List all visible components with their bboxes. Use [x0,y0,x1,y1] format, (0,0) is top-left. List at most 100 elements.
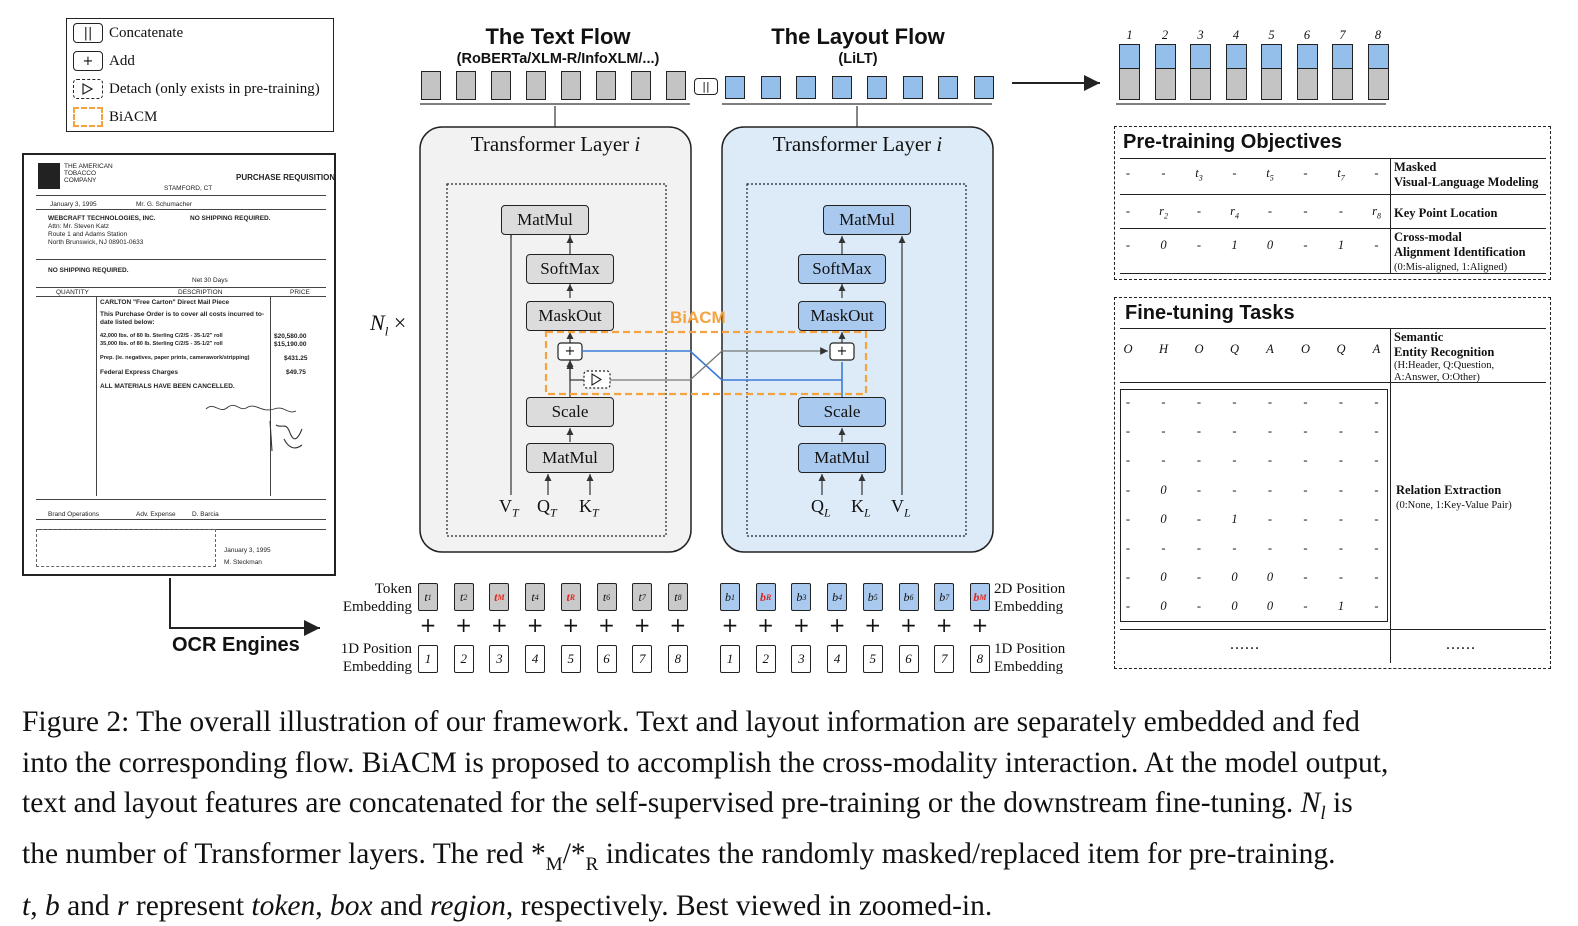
layout-1d-position: 8 [969,645,990,673]
ser-label-2: Entity Recognition [1394,345,1495,359]
re-cell: - [1374,599,1379,614]
re-cell: - [1267,511,1273,526]
pretraining-cell: t7 [1337,166,1345,183]
pretraining-cell: 1 [1337,238,1345,252]
caption-end: , respectively. Best viewed in zoomed-in… [505,889,993,922]
caption-line-4a: the number of Transformer layers. The re… [22,838,546,871]
text-output-vector [491,71,511,100]
concat-layout-part [1225,44,1247,69]
doc-route: Route 1 and Adams Station [48,231,128,238]
re-cell: 1 [1337,599,1345,614]
doc-col-price: PRICE [290,289,310,296]
add-icon: + [598,613,615,637]
layout-flow-title: The Layout Flow [771,24,945,49]
nl-times: × [393,310,407,335]
pretraining-cell: - [1338,204,1344,218]
text-qkv-label: KT [579,496,599,520]
concat-layout-part [1119,44,1140,69]
text-transformer-title: Transformer Layer i [420,132,691,157]
layout-output-vector [867,76,887,99]
add-icon: + [935,613,953,637]
legend: || Concatenate + Add Detach (only exists… [66,18,334,132]
document-scan: THE AMERICAN TOBACCO COMPANY PURCHASE RE… [22,153,336,576]
output-index: 2 [1161,28,1169,42]
pretraining-cell: r2 [1159,204,1168,221]
text-maskout: MaskOut [526,301,614,331]
pretraining-objective-label: Key Point Location [1394,206,1497,221]
ser-cell: Q [1336,342,1346,356]
objective-name-2: Visual-Language Modeling [1394,175,1539,189]
doc-approver: D. Barcia [192,511,219,518]
re-cell: - [1338,482,1344,497]
re-cell: 0 [1160,511,1167,526]
caption-m-sub: M [545,854,563,876]
output-index: 7 [1339,28,1346,42]
layout-1d-position: 7 [934,645,955,673]
layout-1d-position: 6 [898,645,919,673]
caption-line-5: t, b and r represent token, box and regi… [22,886,1567,926]
pretraining-title: Pre-training Objectives [1123,131,1342,153]
re-cell: - [1338,395,1344,409]
layout-matmul-top: MatMul [823,205,911,235]
text-flow-subtitle: (RoBERTa/XLM-R/InfoXLM/...) [456,51,660,67]
re-cell: - [1267,482,1273,497]
finetuning-title: Fine-tuning Tasks [1125,302,1295,324]
layout-1d-position: 4 [827,645,848,673]
concat-text-part [1154,68,1176,100]
layout-matmul-bottom: MatMul [798,443,886,473]
ser-cell: O [1300,342,1311,356]
doc-ship-1: NO SHIPPING REQUIRED. [190,215,271,222]
doc-price-3: $20,580.00 [274,333,307,340]
caption-b: b [44,889,60,922]
caption-comma-2: , [315,889,331,922]
layout-transformer-index: i [936,132,943,156]
pretraining-cell: 0 [1266,238,1274,252]
ser-sub-2: A:Answer, O:Other) [1394,372,1480,383]
text-softmax: SoftMax [526,254,614,284]
re-cell: - [1232,424,1237,439]
layout-output-vector [796,76,816,99]
pretraining-cell: r4 [1230,204,1239,221]
nl-symbol: N [370,310,385,335]
layout-qkv-label: KL [851,496,871,520]
pretraining-cell: - [1196,238,1202,252]
ser-cell: A [1266,342,1274,356]
layout-1d-position: 1 [720,645,740,673]
caption-line-3: text and layout features are concatenate… [22,783,1567,834]
re-cell: - [1374,511,1379,526]
re-cell: - [1303,599,1308,614]
caption-slash: /* [562,838,586,871]
output-index: 5 [1268,28,1275,42]
caption-r-sub: R [585,854,599,876]
layout-1d-position-label-2: Embedding [994,659,1064,675]
re-cell: 0 [1266,599,1274,614]
text-transformer-label: Transformer Layer [470,132,630,156]
2d-position-label-1: 2D Position [994,581,1066,597]
doc-city: STAMFORD, CT [164,185,213,192]
doc-item-3: 42,000 lbs. of 80 lb. Sterling C/2/S - 3… [100,333,223,339]
ser-cell: H [1158,342,1169,356]
re-cell: 0 [1231,599,1238,614]
more-tasks-ellipsis-left: ...... [1230,636,1260,653]
text-flow-title: The Text Flow [485,24,631,49]
re-cell: - [1125,482,1131,497]
caption-line-3a: text and layout features are concatenate… [22,787,1294,819]
detach-icon [73,79,103,99]
text-qkv-label: QT [537,496,557,520]
2d-position-embedding-label: 2D Position Embedding [994,580,1074,616]
pretraining-cell: t5 [1266,166,1274,183]
text-output-vector [526,71,546,100]
text-1d-position-label: 1D Position Embedding [336,640,412,676]
text-transformer-index: i [634,132,641,156]
caption-comma-1: , [30,889,45,922]
pretraining-cell: - [1125,204,1131,218]
legend-detach: Detach (only exists in pre-training) [73,79,320,99]
text-1d-position: 5 [560,645,581,673]
text-output-vector [596,71,616,100]
text-1d-position: 4 [525,645,546,673]
nl-subscript: l [384,323,389,339]
text-1d-position-label-1: 1D Position [340,641,412,657]
text-matmul-bottom: MatMul [526,443,614,473]
re-cell: 0 [1160,599,1167,614]
